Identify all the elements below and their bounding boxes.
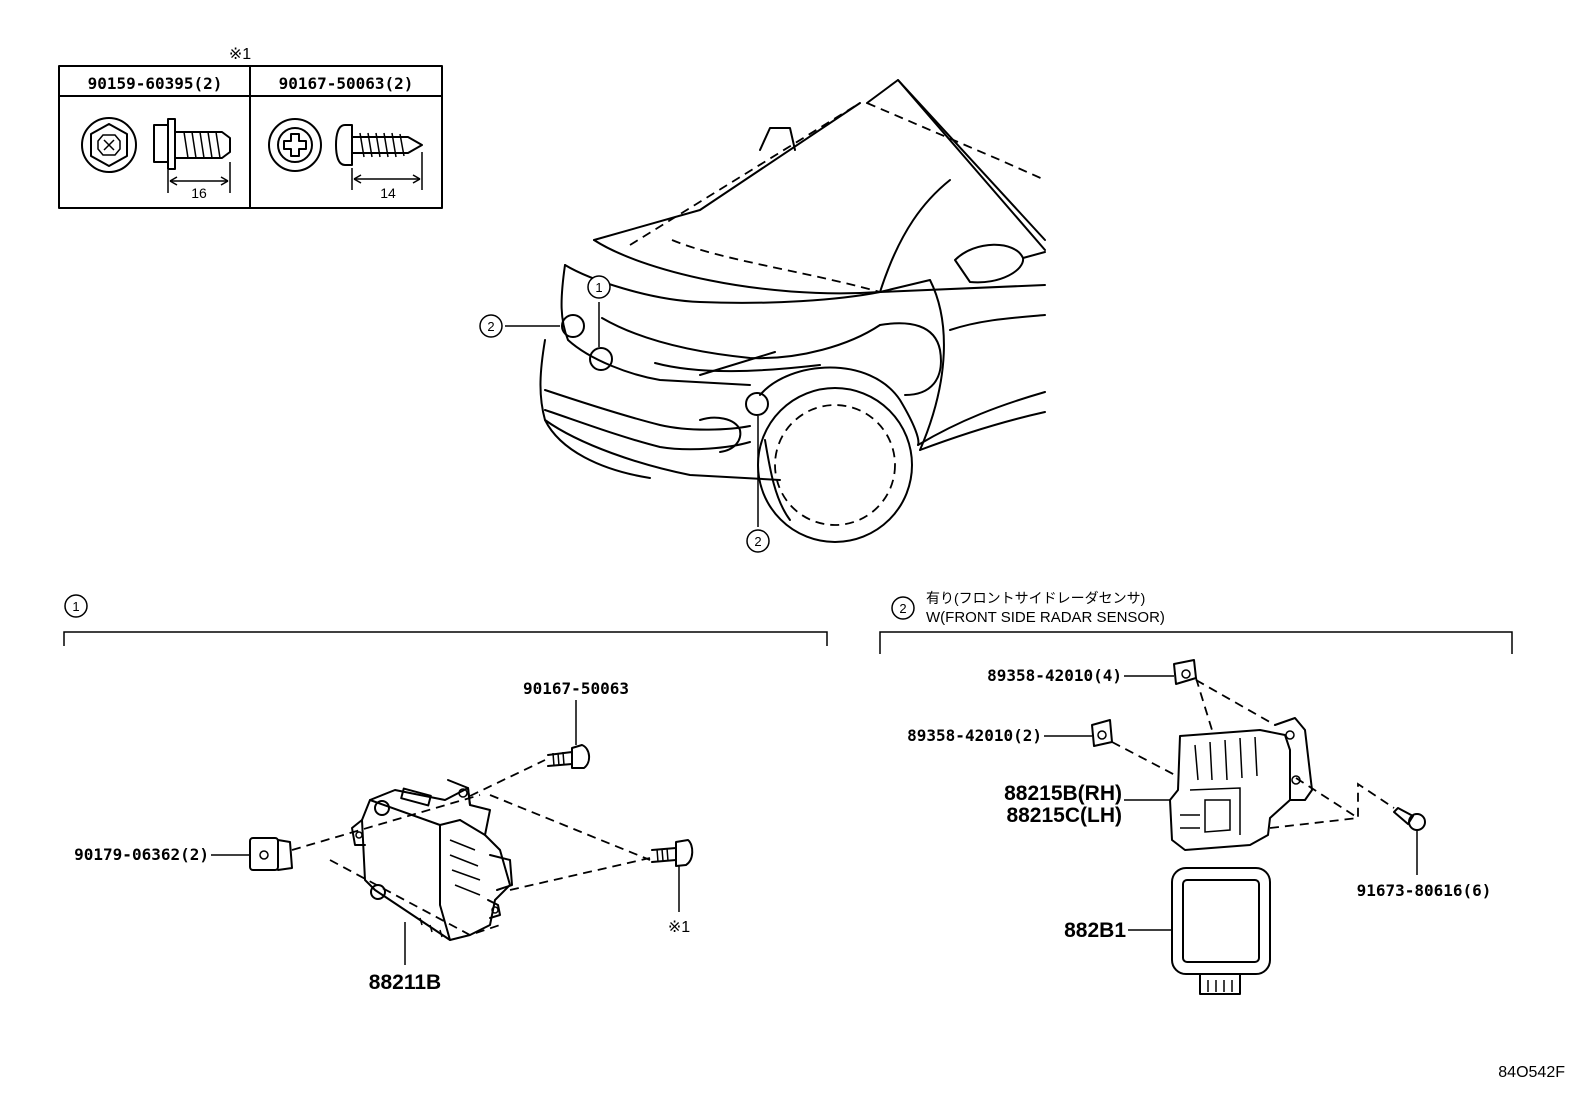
svg-text:2: 2 [899,601,906,616]
part-label-882B1: 882B1 [1064,919,1126,942]
callout-1-marker: 1 [587,275,611,299]
svg-text:1: 1 [72,599,79,614]
table-col1-part-no: 90159-60395(2) [88,74,223,93]
sensor-location-center [589,347,613,371]
section-2: 2 有り(フロントサイドレーダセンサ) W(FRONT SIDE RADAR S… [879,590,1513,995]
screw-length-label: 14 [380,185,396,201]
svg-text:1: 1 [595,280,602,295]
section-2-title-en: W(FRONT SIDE RADAR SENSOR) [926,609,1165,626]
table-note-mark: ※1 [229,46,251,63]
fastener-table: ※1 90159-60395(2) 90167-50063(2) 16 [58,46,443,209]
radar-sensor-drawing [1171,867,1271,995]
section-1: 1 [63,594,828,994]
part-label-bolt-note: ※1 [668,919,690,936]
table-col2-part-no: 90167-50063(2) [279,74,414,93]
sensor-bracket-drawing [1169,717,1313,851]
section-2-title-jp: 有り(フロントサイドレーダセンサ) [926,590,1145,606]
tapping-screw-icon: 14 [268,118,423,201]
bolt-length-label: 16 [191,185,207,201]
module-screw-drawing [547,744,590,769]
section-1-marker: 1 [64,594,88,618]
module-bolt-drawing [651,839,694,867]
part-label-88215B: 88215B(RH) [1004,782,1122,805]
clip-4-drawing [1173,659,1197,685]
svg-text:2: 2 [754,534,761,549]
clip-2-drawing [1091,719,1113,747]
vehicle-front-illustration: 1 2 2 [479,79,1046,553]
sensor-location-right [745,392,769,416]
control-module-drawing [351,779,513,941]
part-label-88211B: 88211B [369,971,441,994]
callout-2-marker-left: 2 [479,314,503,338]
drawing-code: 84O542F [1498,1064,1565,1081]
sensor-location-left [561,314,585,338]
part-label-90167-50063: 90167-50063 [523,679,629,698]
callout-2-marker-bottom: 2 [746,529,770,553]
part-label-90179-06362: 90179-06362(2) [74,845,209,864]
cage-nut-drawing [249,837,293,871]
part-label-91673-80616: 91673-80616(6) [1357,881,1492,900]
part-label-89358-42010-4: 89358-42010(4) [987,666,1122,685]
bracket-screw-drawing [1393,807,1426,831]
svg-text:2: 2 [487,319,494,334]
part-label-89358-42010-2: 89358-42010(2) [907,726,1042,745]
section-2-marker: 2 [891,596,915,620]
flange-bolt-icon: 16 [81,117,231,201]
part-label-88215C: 88215C(LH) [1006,804,1122,827]
